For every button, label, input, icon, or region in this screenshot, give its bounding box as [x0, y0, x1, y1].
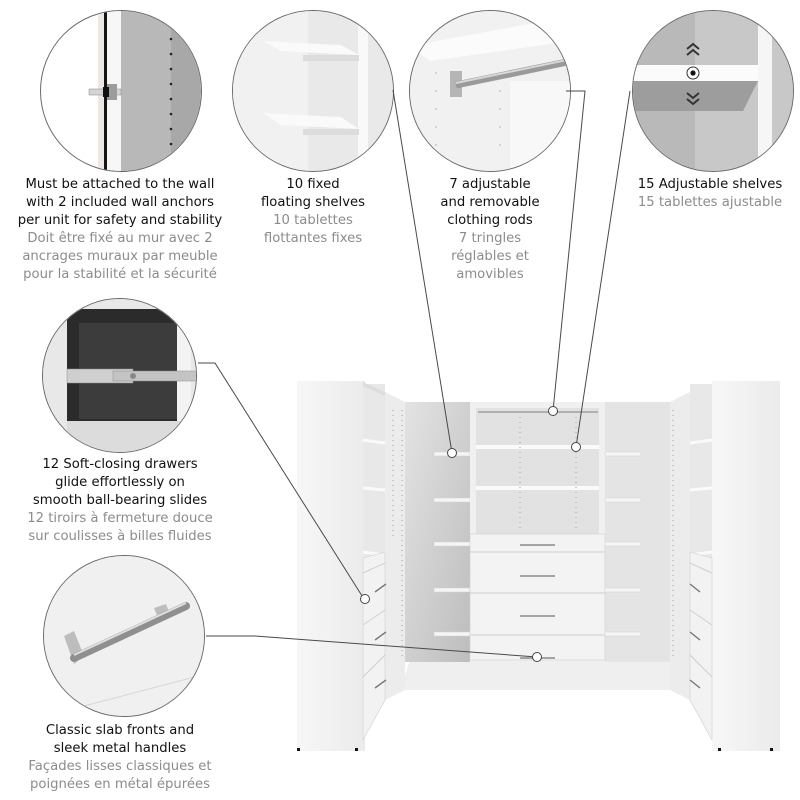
clothing-rod-closeup-image — [409, 10, 571, 172]
caption-fr: Doit être fixé au mur avec 2 ancrages mu… — [22, 231, 218, 282]
metal-handle-closeup-image — [43, 555, 205, 717]
caption-en: Classic slab fronts and sleek metal hand… — [45, 723, 195, 756]
metal-handle-icon — [44, 556, 204, 716]
adjustable-shelf-closeup-image — [632, 10, 794, 172]
caption-wall-anchors: Must be attached to the wall with 2 incl… — [0, 176, 240, 284]
caption-fr: 7 tringles réglables et amovibles — [451, 231, 529, 282]
caption-en: 7 adjustable and removable clothing rods — [440, 177, 540, 228]
caption-en: Must be attached to the wall with 2 incl… — [17, 177, 223, 228]
caption-en: 12 Soft-closing drawers glide effortless… — [32, 457, 208, 508]
drawer-slide-icon — [43, 299, 196, 452]
caption-adjustable-shelves: 15 Adjustable shelves 15 tablettes ajust… — [620, 176, 800, 212]
caption-metal-handles: Classic slab fronts and sleek metal hand… — [0, 722, 240, 794]
caption-fr: Façades lisses classiques et poignées en… — [28, 759, 212, 792]
caption-fr: 12 tiroirs à fermeture douce sur couliss… — [27, 511, 213, 544]
caption-en: 15 Adjustable shelves — [637, 177, 783, 192]
floating-shelf-icon — [233, 11, 393, 171]
right-drawer-stack — [689, 551, 713, 741]
caption-soft-closing-drawers: 12 Soft-closing drawers glide effortless… — [0, 456, 240, 546]
caption-fixed-shelves: 10 fixed floating shelves 10 tablettes f… — [232, 176, 394, 248]
floating-shelves-closeup-image — [232, 10, 394, 172]
caption-fr: 15 tablettes ajustable — [637, 195, 783, 210]
caption-clothing-rods: 7 adjustable and removable clothing rods… — [409, 176, 571, 284]
wall-anchor-icon — [88, 11, 201, 171]
clothing-rod-icon — [410, 11, 570, 171]
caption-fr: 10 tablettes flottantes fixes — [263, 213, 363, 246]
drawer-slide-closeup-image — [42, 298, 197, 453]
caption-en: 10 fixed floating shelves — [260, 177, 365, 210]
adjustable-shelf-icon — [633, 11, 793, 171]
wall-anchor-closeup-image — [40, 10, 202, 172]
